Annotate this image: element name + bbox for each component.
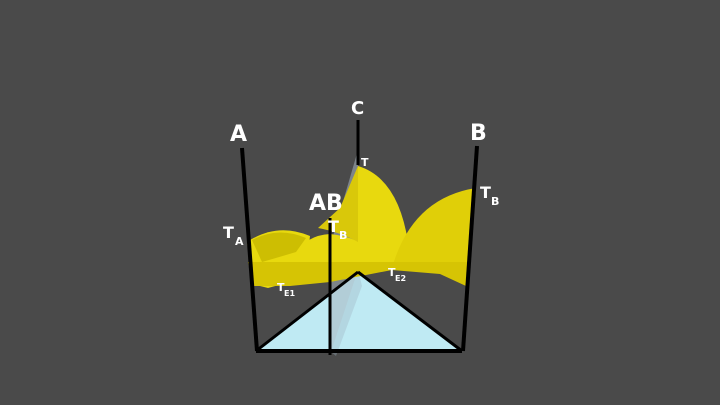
liquidus-surface-c-flank [318,166,358,242]
temp-label-tb-section-sub: B [339,229,347,242]
base-edge-ac [255,270,359,353]
section-label-ab: AB [309,191,343,216]
liquidus-surface-b [392,188,476,282]
temp-label-tc: T [361,156,369,169]
liquidus-surface-c [358,166,408,270]
vertex-label-b: B [470,121,487,146]
vertex-label-c: C [351,98,364,119]
base-triangle [256,270,462,351]
section-plane-lower-shade [331,270,362,356]
temp-label-te1-sub: E1 [284,289,295,298]
temp-label-ta-sub: A [235,235,244,248]
axis-a [240,147,259,352]
temp-label-ta: T [223,223,234,242]
temp-label-te1: T [277,281,285,294]
temp-label-tb-sub: B [491,195,499,208]
temp-label-te2-sub: E2 [395,274,406,283]
temp-label-tb-section: T [328,217,339,236]
temp-label-te2: T [388,266,396,279]
base-edge-bc [357,270,463,353]
liquidus-surface-a-shadow [252,232,306,262]
axis-b [461,145,479,352]
temp-label-tb: T [480,183,491,202]
vertex-label-a: A [230,122,247,147]
